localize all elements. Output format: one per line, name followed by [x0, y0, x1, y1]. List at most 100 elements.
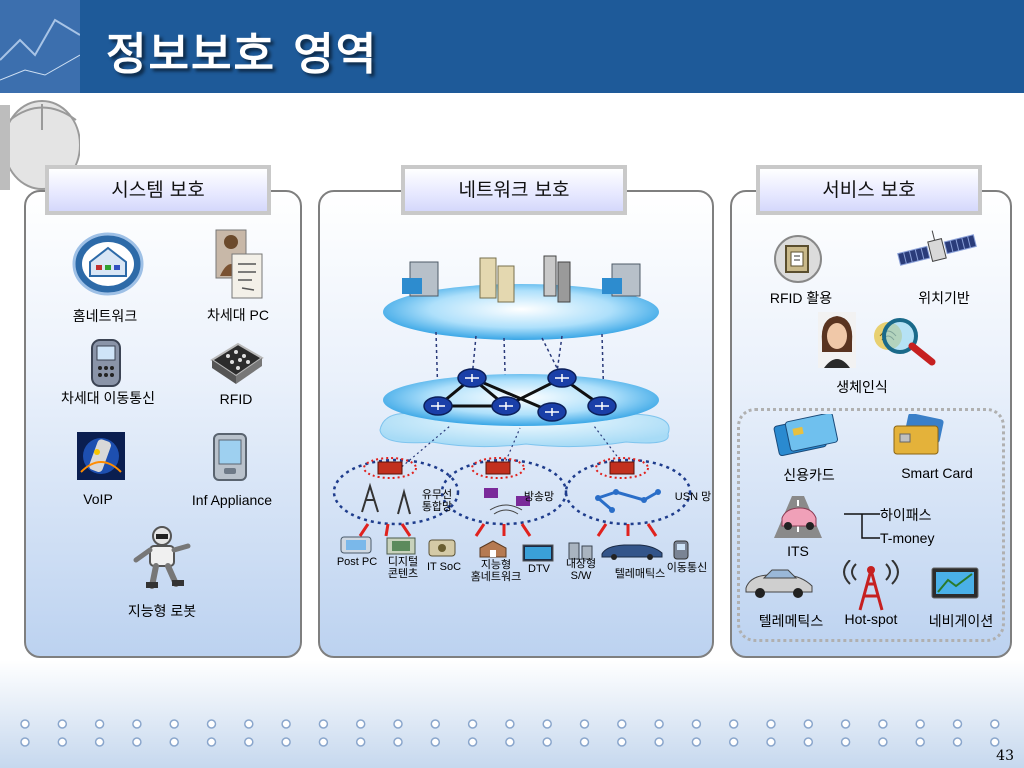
network-layers-diagram — [379, 255, 670, 448]
next-mobile-label: 차세대 이동통신 — [60, 390, 156, 406]
biometrics-label: 생체인식 — [836, 379, 888, 395]
dtv-icon — [522, 544, 554, 562]
credit-card-label: 신용카드 — [783, 467, 835, 483]
footer-dot — [579, 719, 590, 729]
footer-gradient — [0, 660, 1024, 768]
footer-dot — [915, 737, 925, 747]
footer-dot — [840, 737, 851, 747]
it-soc-chip-icon — [428, 539, 456, 557]
footer-dot — [579, 737, 590, 747]
footer-dot — [878, 737, 888, 747]
mobile-phone-icon — [91, 339, 121, 387]
smart-home-icon — [479, 540, 507, 558]
system-protection-title: 시스템 보호 — [45, 165, 271, 215]
footer-dot — [878, 719, 888, 729]
footer-dot — [952, 719, 963, 729]
footer-dot — [20, 737, 30, 747]
access-networks-diagram — [332, 425, 692, 537]
mouse-illustration-icon — [0, 0, 80, 190]
footer-dot — [654, 719, 664, 729]
mobile-communication-label: 이동통신 — [666, 562, 708, 574]
footer-dot — [728, 719, 739, 729]
footer-dot — [430, 719, 441, 729]
digital-content-label: 디지털 콘텐츠 — [387, 556, 419, 580]
footer-dot — [132, 737, 142, 747]
navigation-label: 네비게이션 — [928, 613, 994, 629]
broadcast-network-label: 방송망 — [523, 491, 555, 503]
telematics-network-label: 텔레매틱스 — [614, 568, 666, 580]
footer-dot-pattern — [20, 719, 1000, 747]
footer-dot — [467, 719, 478, 729]
intelligent-robot-label: 지능형 로봇 — [127, 603, 197, 619]
page-number: 43 — [996, 748, 1014, 764]
footer-dot — [505, 737, 515, 747]
footer-dot — [915, 719, 925, 729]
hotspot-antenna-icon — [843, 560, 899, 611]
fingerprint-magnifier-icon — [874, 318, 936, 366]
footer-dot — [467, 737, 478, 747]
footer-dot — [990, 737, 1000, 747]
voip-phone-icon — [77, 432, 125, 480]
footer-dot — [355, 737, 366, 747]
footer-dot — [430, 737, 441, 747]
embedded-sw-label: 내장형 S/W — [565, 558, 597, 582]
footer-dot — [132, 719, 142, 729]
hipass-label: 하이패스 — [880, 507, 932, 523]
footer-dot — [169, 719, 179, 729]
footer-dot — [542, 719, 552, 729]
post-pc-label: Post PC — [336, 556, 378, 568]
network-protection-title: 네트워크 보호 — [401, 165, 627, 215]
footer-dot — [952, 737, 963, 747]
next-pc-label: 차세대 PC — [207, 307, 269, 323]
server-icons — [402, 255, 641, 303]
its-label: ITS — [787, 543, 809, 559]
footer-dot — [393, 719, 403, 729]
telematics-label: 텔레메틱스 — [758, 613, 824, 629]
satellite-icon — [897, 230, 977, 266]
wired-wireless-network-label: 유무선 통합망 — [421, 489, 453, 513]
robot-icon — [133, 526, 191, 589]
next-generation-pc-icon — [215, 229, 263, 299]
rfid-chip-icon — [210, 342, 264, 384]
footer-dot — [20, 719, 30, 729]
footer-dot — [691, 737, 702, 747]
footer-dot — [169, 737, 179, 747]
footer-dot — [281, 719, 291, 729]
rfid-use-label: RFID 활용 — [769, 290, 833, 306]
footer-dot — [318, 737, 329, 747]
footer-dot — [542, 737, 552, 747]
footer-dot — [990, 719, 1000, 729]
footer-dot — [803, 737, 814, 747]
hotspot-label: Hot-spot — [844, 611, 898, 627]
digital-content-icon — [386, 537, 416, 555]
post-pc-icon — [340, 536, 372, 554]
voip-label: VoIP — [83, 491, 113, 507]
rfid-label: RFID — [219, 391, 253, 407]
footer-dot — [654, 737, 664, 747]
credit-card-icon — [773, 414, 839, 456]
footer-dot — [766, 737, 776, 747]
dtv-label: DTV — [528, 563, 550, 575]
service-protection-title: 서비스 보호 — [756, 165, 982, 215]
header-bar — [80, 0, 1024, 93]
footer-dot — [57, 737, 68, 747]
footer-dot — [94, 719, 105, 729]
smart-home-network-label: 지능형 홈네트워크 — [470, 559, 522, 583]
payment-bracket-lines — [844, 513, 880, 539]
footer-dot — [281, 737, 291, 747]
footer-dot — [57, 719, 68, 729]
home-network-label: 홈네트워크 — [72, 308, 138, 324]
mobile-communication-icon — [673, 540, 689, 560]
tmoney-label: T-money — [880, 530, 935, 546]
footer-dot — [244, 737, 254, 747]
footer-dot — [244, 719, 254, 729]
footer-dot — [206, 719, 217, 729]
footer-dot — [505, 719, 515, 729]
footer-dot — [94, 737, 105, 747]
footer-dot — [355, 719, 366, 729]
footer-dot — [393, 737, 403, 747]
footer-dot — [691, 719, 702, 729]
footer-dot — [617, 719, 627, 729]
rfid-tag-icon — [774, 235, 822, 283]
footer-dot — [206, 737, 217, 747]
